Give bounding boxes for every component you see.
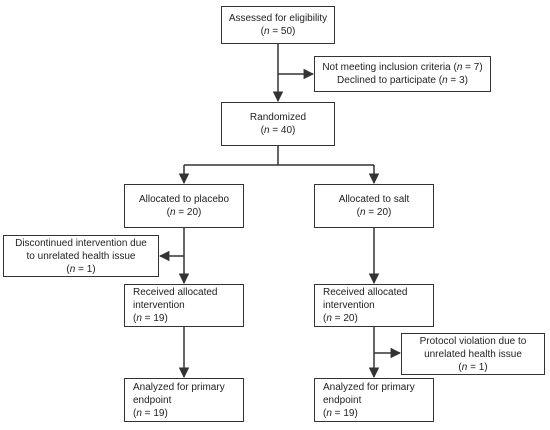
randomized-count: (n = 40) — [260, 125, 296, 136]
discontinued-box: Discontinued intervention due to unrelat… — [3, 235, 159, 277]
assessed-label: Assessed for eligibility — [228, 13, 328, 24]
protocol-line-1: Protocol violation due to — [419, 335, 527, 347]
analyzed-salt-line-1: Analyzed for primary — [323, 381, 415, 393]
protocol-count: (n = 1) — [458, 361, 488, 373]
received-placebo-line-1: Received allocated — [133, 287, 218, 298]
excluded-box: Not meeting inclusion criteria (n = 7) D… — [314, 56, 491, 92]
excluded-criteria: Not meeting inclusion criteria (n = 7) — [322, 62, 483, 73]
assessed-count: (n = 50) — [260, 26, 296, 37]
alloc-placebo-label: Allocated to placebo — [138, 194, 230, 205]
alloc-placebo-count: (n = 20) — [166, 207, 202, 218]
randomized-label: Randomized — [249, 112, 307, 123]
alloc-salt-count: (n = 20) — [356, 207, 392, 218]
analyzed-placebo-line-2: endpoint — [133, 394, 172, 406]
discontinued-line-2: to unrelated health issue — [26, 250, 136, 262]
received-placebo-line-2: intervention — [133, 300, 185, 311]
randomized-box: Randomized (n = 40) — [221, 102, 335, 146]
received-salt-line-1: Received allocated — [323, 287, 408, 298]
analyzed-salt-line-2: endpoint — [323, 394, 362, 406]
analyzed-salt-box: Analyzed for primary endpoint (n = 19) — [314, 378, 434, 422]
assessed-box: Assessed for eligibility (n = 50) — [221, 6, 335, 44]
discontinued-count: (n = 1) — [66, 263, 96, 275]
received-salt-count: (n = 20) — [323, 313, 358, 324]
analyzed-placebo-count: (n = 19) — [133, 407, 168, 419]
received-placebo-box: Received allocated intervention (n = 19) — [124, 284, 244, 327]
alloc-salt-label: Allocated to salt — [338, 194, 410, 205]
analyzed-placebo-box: Analyzed for primary endpoint (n = 19) — [124, 378, 244, 422]
analyzed-salt-count: (n = 19) — [323, 407, 358, 419]
protocol-line-2: unrelated health issue — [424, 348, 522, 360]
discontinued-line-1: Discontinued intervention due — [15, 237, 147, 249]
protocol-violation-box: Protocol violation due to unrelated heal… — [401, 333, 545, 375]
received-salt-box: Received allocated intervention (n = 20) — [314, 284, 434, 327]
received-salt-line-2: intervention — [323, 300, 375, 311]
analyzed-placebo-line-1: Analyzed for primary — [133, 381, 225, 393]
alloc-placebo-box: Allocated to placebo (n = 20) — [124, 184, 244, 228]
excluded-declined: Declined to participate (n = 3) — [337, 75, 468, 86]
received-placebo-count: (n = 19) — [133, 313, 168, 324]
alloc-salt-box: Allocated to salt (n = 20) — [314, 184, 434, 228]
